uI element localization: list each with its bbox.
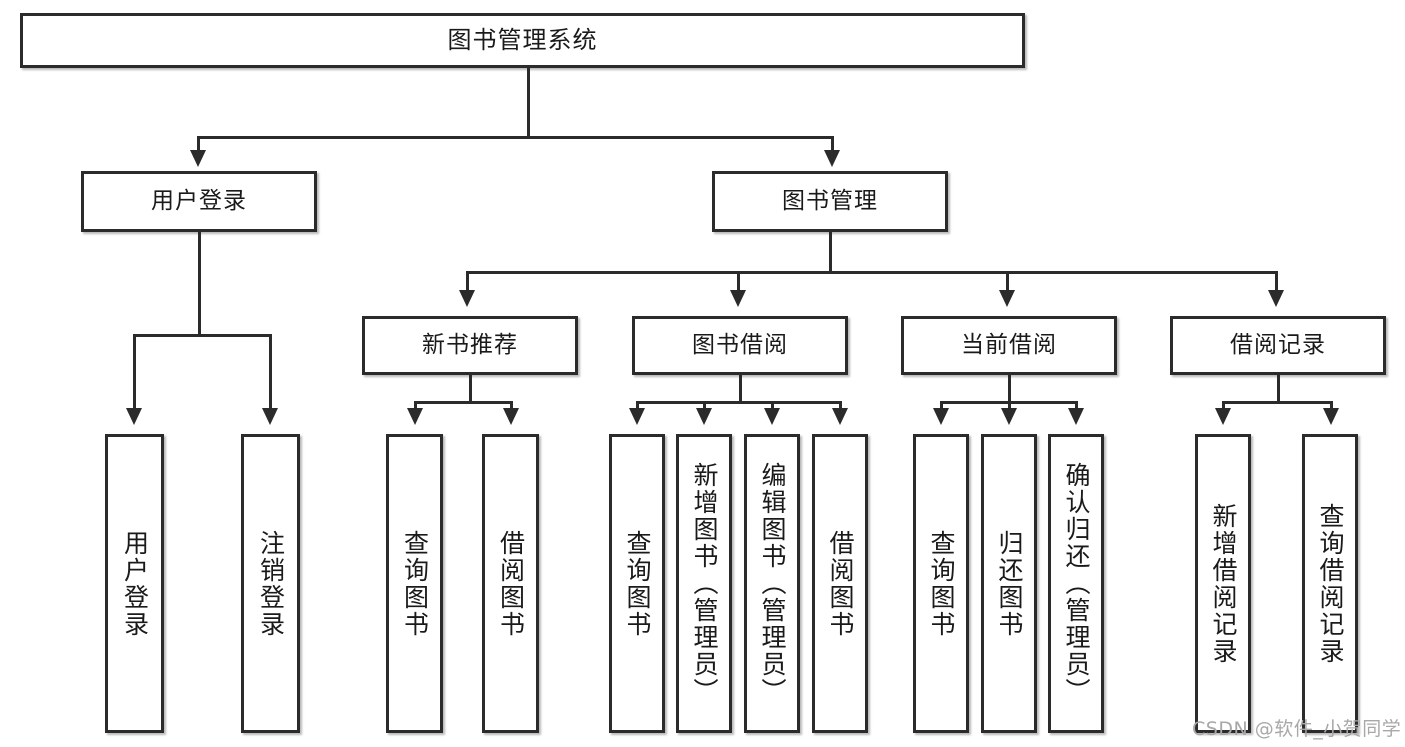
connector-drop-book-borrow	[737, 271, 740, 293]
arrow-to-user-login	[190, 150, 206, 167]
connector-drop-bb-leaf-1	[636, 401, 639, 411]
connector-level1-bus	[197, 136, 834, 139]
connector-drop-user-login	[197, 136, 200, 154]
arrow-to-cb-leaf-3	[1068, 408, 1084, 425]
arrow-to-bb-leaf-4	[832, 408, 848, 425]
leaf-borrow-book-1[interactable]: 借阅图书	[482, 434, 539, 733]
watermark-text: CSDN @软件_小贺同学	[1192, 718, 1402, 740]
arrow-to-br-leaf-2	[1323, 408, 1339, 425]
connector-borrow-record-stem	[1277, 375, 1280, 403]
node-current-borrow[interactable]: 当前借阅	[901, 316, 1117, 375]
node-label: 查询图书	[400, 529, 430, 638]
connector-borrow-record-bus	[1222, 401, 1333, 404]
node-label: 新增借阅记录	[1209, 502, 1238, 665]
connector-user-login-bus	[133, 334, 272, 337]
arrow-to-new-book-recommend	[459, 290, 475, 307]
node-label: 编辑图书（管理员）	[758, 462, 787, 705]
arrow-to-bb-leaf-2	[696, 408, 712, 425]
arrow-to-cb-leaf-2	[1001, 408, 1017, 425]
node-label: 当前借阅	[961, 331, 1057, 358]
leaf-logout[interactable]: 注销登录	[241, 434, 300, 733]
node-label: 用户登录	[120, 529, 150, 638]
arrow-to-nb-leaf-1	[407, 408, 423, 425]
node-root-book-management-system[interactable]: 图书管理系统	[20, 13, 1025, 68]
connector-drop-borrow-record	[1275, 271, 1278, 293]
node-label: 图书管理	[782, 187, 878, 214]
node-label: 新增图书（管理员）	[690, 462, 719, 705]
arrow-to-bb-leaf-3	[764, 408, 780, 425]
node-label: 新书推荐	[422, 331, 518, 358]
connector-drop-bb-leaf-2	[703, 401, 706, 411]
leaf-add-borrow-record[interactable]: 新增借阅记录	[1195, 434, 1251, 733]
connector-new-book-bus	[414, 401, 513, 404]
leaf-query-book-1[interactable]: 查询图书	[386, 434, 443, 733]
arrow-to-bb-leaf-1	[629, 408, 645, 425]
connector-drop-leaf-logout	[269, 334, 272, 411]
connector-drop-leaf-user-login	[133, 334, 136, 411]
connector-drop-book-management	[831, 136, 834, 154]
leaf-borrow-book-2[interactable]: 借阅图书	[812, 434, 868, 733]
connector-drop-br-leaf-1	[1222, 401, 1225, 411]
node-borrow-record[interactable]: 借阅记录	[1170, 316, 1386, 375]
connector-drop-bb-leaf-3	[771, 401, 774, 411]
node-label: 确认归还（管理员）	[1062, 462, 1091, 705]
node-book-management[interactable]: 图书管理	[712, 171, 948, 232]
connector-new-book-stem	[469, 375, 472, 403]
leaf-query-book-2[interactable]: 查询图书	[609, 434, 665, 733]
connector-drop-cb-leaf-3	[1075, 401, 1078, 411]
arrow-to-nb-leaf-2	[503, 408, 519, 425]
connector-book-management-stem	[829, 232, 832, 274]
connector-user-login-stem	[198, 232, 201, 336]
node-user-login[interactable]: 用户登录	[81, 171, 317, 232]
node-label: 借阅图书	[496, 529, 526, 638]
connector-level2-bus	[466, 271, 1278, 274]
node-label: 图书管理系统	[447, 26, 598, 55]
connector-book-borrow-stem	[739, 375, 742, 403]
node-book-borrow[interactable]: 图书借阅	[632, 316, 848, 375]
connector-drop-nb-leaf-1	[414, 401, 417, 411]
connector-drop-current-borrow	[1006, 271, 1009, 293]
arrow-to-book-borrow	[730, 290, 746, 307]
leaf-query-borrow-record[interactable]: 查询借阅记录	[1302, 434, 1358, 733]
node-label: 查询图书	[623, 529, 652, 638]
node-label: 借阅图书	[826, 529, 855, 638]
node-label: 查询借阅记录	[1316, 502, 1345, 665]
leaf-user-login[interactable]: 用户登录	[105, 434, 164, 733]
leaf-query-book-3[interactable]: 查询图书	[913, 434, 969, 733]
connector-drop-bb-leaf-4	[839, 401, 842, 411]
arrow-to-borrow-record	[1268, 290, 1284, 307]
connector-drop-new-book	[466, 271, 469, 293]
node-label: 图书借阅	[692, 331, 788, 358]
connector-drop-nb-leaf-2	[510, 401, 513, 411]
node-label: 查询图书	[927, 529, 956, 638]
connector-current-borrow-stem	[1008, 375, 1011, 403]
node-label: 注销登录	[256, 529, 286, 638]
leaf-add-book-admin[interactable]: 新增图书（管理员）	[676, 434, 732, 733]
node-label: 借阅记录	[1230, 331, 1326, 358]
connector-root-stem	[527, 68, 530, 138]
node-new-book-recommend[interactable]: 新书推荐	[362, 316, 578, 375]
node-label: 归还图书	[995, 529, 1024, 638]
arrow-to-leaf-user-login	[126, 408, 142, 425]
connector-book-borrow-bus	[636, 401, 842, 404]
arrow-to-current-borrow	[999, 290, 1015, 307]
arrow-to-book-management	[824, 150, 840, 167]
leaf-confirm-return-admin[interactable]: 确认归还（管理员）	[1048, 434, 1104, 733]
leaf-return-book[interactable]: 归还图书	[981, 434, 1037, 733]
leaf-edit-book-admin[interactable]: 编辑图书（管理员）	[744, 434, 800, 733]
arrow-to-br-leaf-1	[1215, 408, 1231, 425]
connector-drop-cb-leaf-2	[1008, 401, 1011, 411]
arrow-to-cb-leaf-1	[933, 408, 949, 425]
connector-drop-br-leaf-2	[1330, 401, 1333, 411]
node-label: 用户登录	[151, 187, 247, 214]
arrow-to-leaf-logout	[262, 408, 278, 425]
connector-drop-cb-leaf-1	[940, 401, 943, 411]
